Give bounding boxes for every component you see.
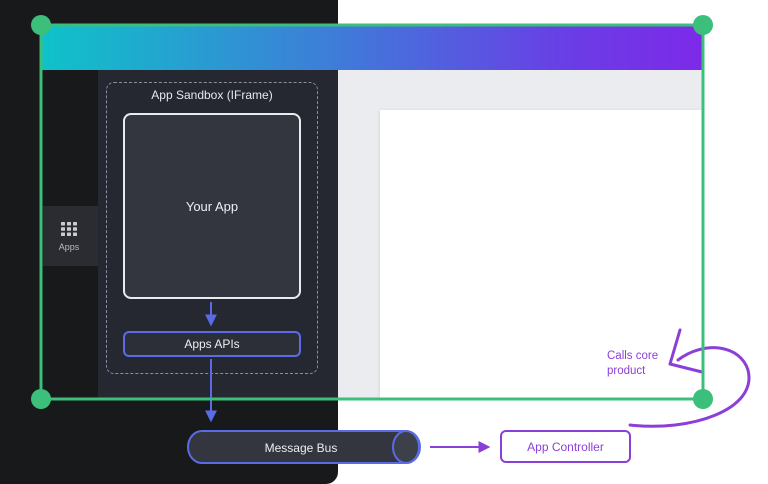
rail-item-apps[interactable]	[43, 206, 98, 266]
editor-header-bar	[42, 24, 702, 70]
message-bus-label: Message Bus	[264, 440, 338, 455]
resize-handle-top-left[interactable]	[31, 15, 51, 35]
resize-handle-top-right[interactable]	[693, 15, 713, 35]
apps-apis-label: Apps APIs	[184, 337, 240, 351]
app-sandbox-label: App Sandbox (IFrame)	[151, 88, 273, 102]
calls-core-arrow-head	[668, 328, 704, 374]
app-controller-box: App Controller	[500, 430, 631, 463]
apps-grid-icon	[61, 222, 77, 236]
your-app-label: Your App	[185, 198, 239, 214]
selection-frame	[39, 23, 705, 401]
resize-handle-bottom-left[interactable]	[31, 389, 51, 409]
calls-core-product-note: Calls core product	[607, 350, 659, 377]
your-app-box: Your App	[123, 113, 301, 299]
apps-apis-box: Apps APIs	[123, 331, 301, 357]
resize-handle-bottom-right[interactable]	[693, 389, 713, 409]
canvas-page[interactable]	[380, 110, 702, 398]
message-bus-cylinder	[187, 430, 421, 464]
apps-label: Apps	[58, 242, 80, 252]
calls-core-arrow	[628, 346, 751, 428]
app-controller-label: App Controller	[527, 439, 604, 454]
